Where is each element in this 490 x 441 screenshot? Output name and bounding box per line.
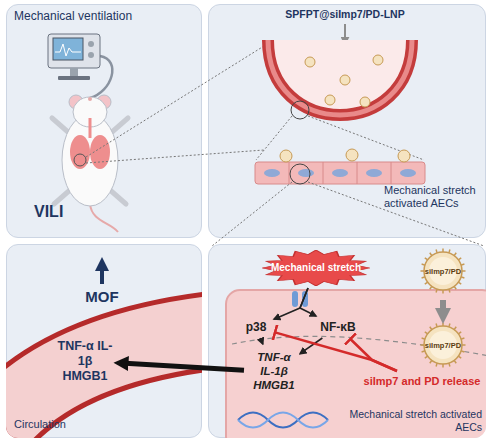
pathway-node: NF-κB bbox=[318, 318, 358, 336]
scene-panel: Mechanical stretch activated AECs Mechani… bbox=[208, 244, 486, 438]
nanoparticle-shell bbox=[424, 252, 462, 290]
node-text: p38 bbox=[246, 320, 267, 334]
nanoparticle-shell bbox=[424, 326, 462, 364]
node-text: siImp7 and PD release bbox=[364, 375, 481, 388]
inhibition-connector bbox=[350, 339, 397, 371]
arrow-connector bbox=[300, 288, 316, 316]
compartment-label: Circulation bbox=[14, 418, 104, 431]
node-text: NF-κB bbox=[320, 320, 355, 334]
scene-panel: MOF Circulation TNF-α IL-1β HMGB1 bbox=[6, 244, 202, 438]
nanoparticle: siImp7/PD bbox=[420, 248, 466, 294]
cell-label: Mechanical stretch activated AECs bbox=[384, 184, 484, 210]
cell-label: Mechanical stretch activated AECs bbox=[330, 408, 482, 433]
node-text: TNF-α IL-1β HMGB1 bbox=[250, 351, 298, 392]
inhibition-connector bbox=[275, 332, 397, 371]
node-text: Mechanical stretch bbox=[271, 262, 361, 274]
release-label: siImp7 and PD release bbox=[360, 374, 484, 390]
pathway-node: p38 bbox=[240, 318, 272, 336]
node-text: siImp7/PD bbox=[425, 341, 461, 350]
nanoparticle-label: SPFPT@siImp7/PD-LNP bbox=[272, 8, 418, 21]
gene-list: TNF-α IL-1β HMGB1 bbox=[250, 346, 298, 398]
arrow-connector bbox=[260, 338, 262, 344]
nanoparticle: siImp7/PD bbox=[420, 322, 466, 368]
arrow-connector bbox=[274, 288, 308, 319]
outcome-label: MOF bbox=[80, 288, 124, 306]
node-text: TNF-α IL-1β HMGB1 bbox=[55, 339, 115, 384]
stimulus-burst: Mechanical stretch bbox=[262, 250, 370, 286]
condition-label: VILI bbox=[34, 202, 94, 221]
arrow-connector bbox=[300, 338, 322, 354]
secretion-arrow bbox=[121, 363, 244, 370]
panel-heading: Mechanical ventilation bbox=[14, 9, 174, 23]
uptake-arrow bbox=[440, 300, 446, 316]
burst-shape bbox=[262, 250, 370, 286]
scene-panel: Mechanical ventilationVILI bbox=[6, 4, 202, 238]
scene-panel: SPFPT@siImp7/PD-LNP Mechanical stretch ac… bbox=[208, 4, 486, 238]
node-text: siImp7/PD bbox=[425, 267, 461, 276]
cytokine-list: TNF-α IL-1β HMGB1 bbox=[55, 335, 115, 387]
